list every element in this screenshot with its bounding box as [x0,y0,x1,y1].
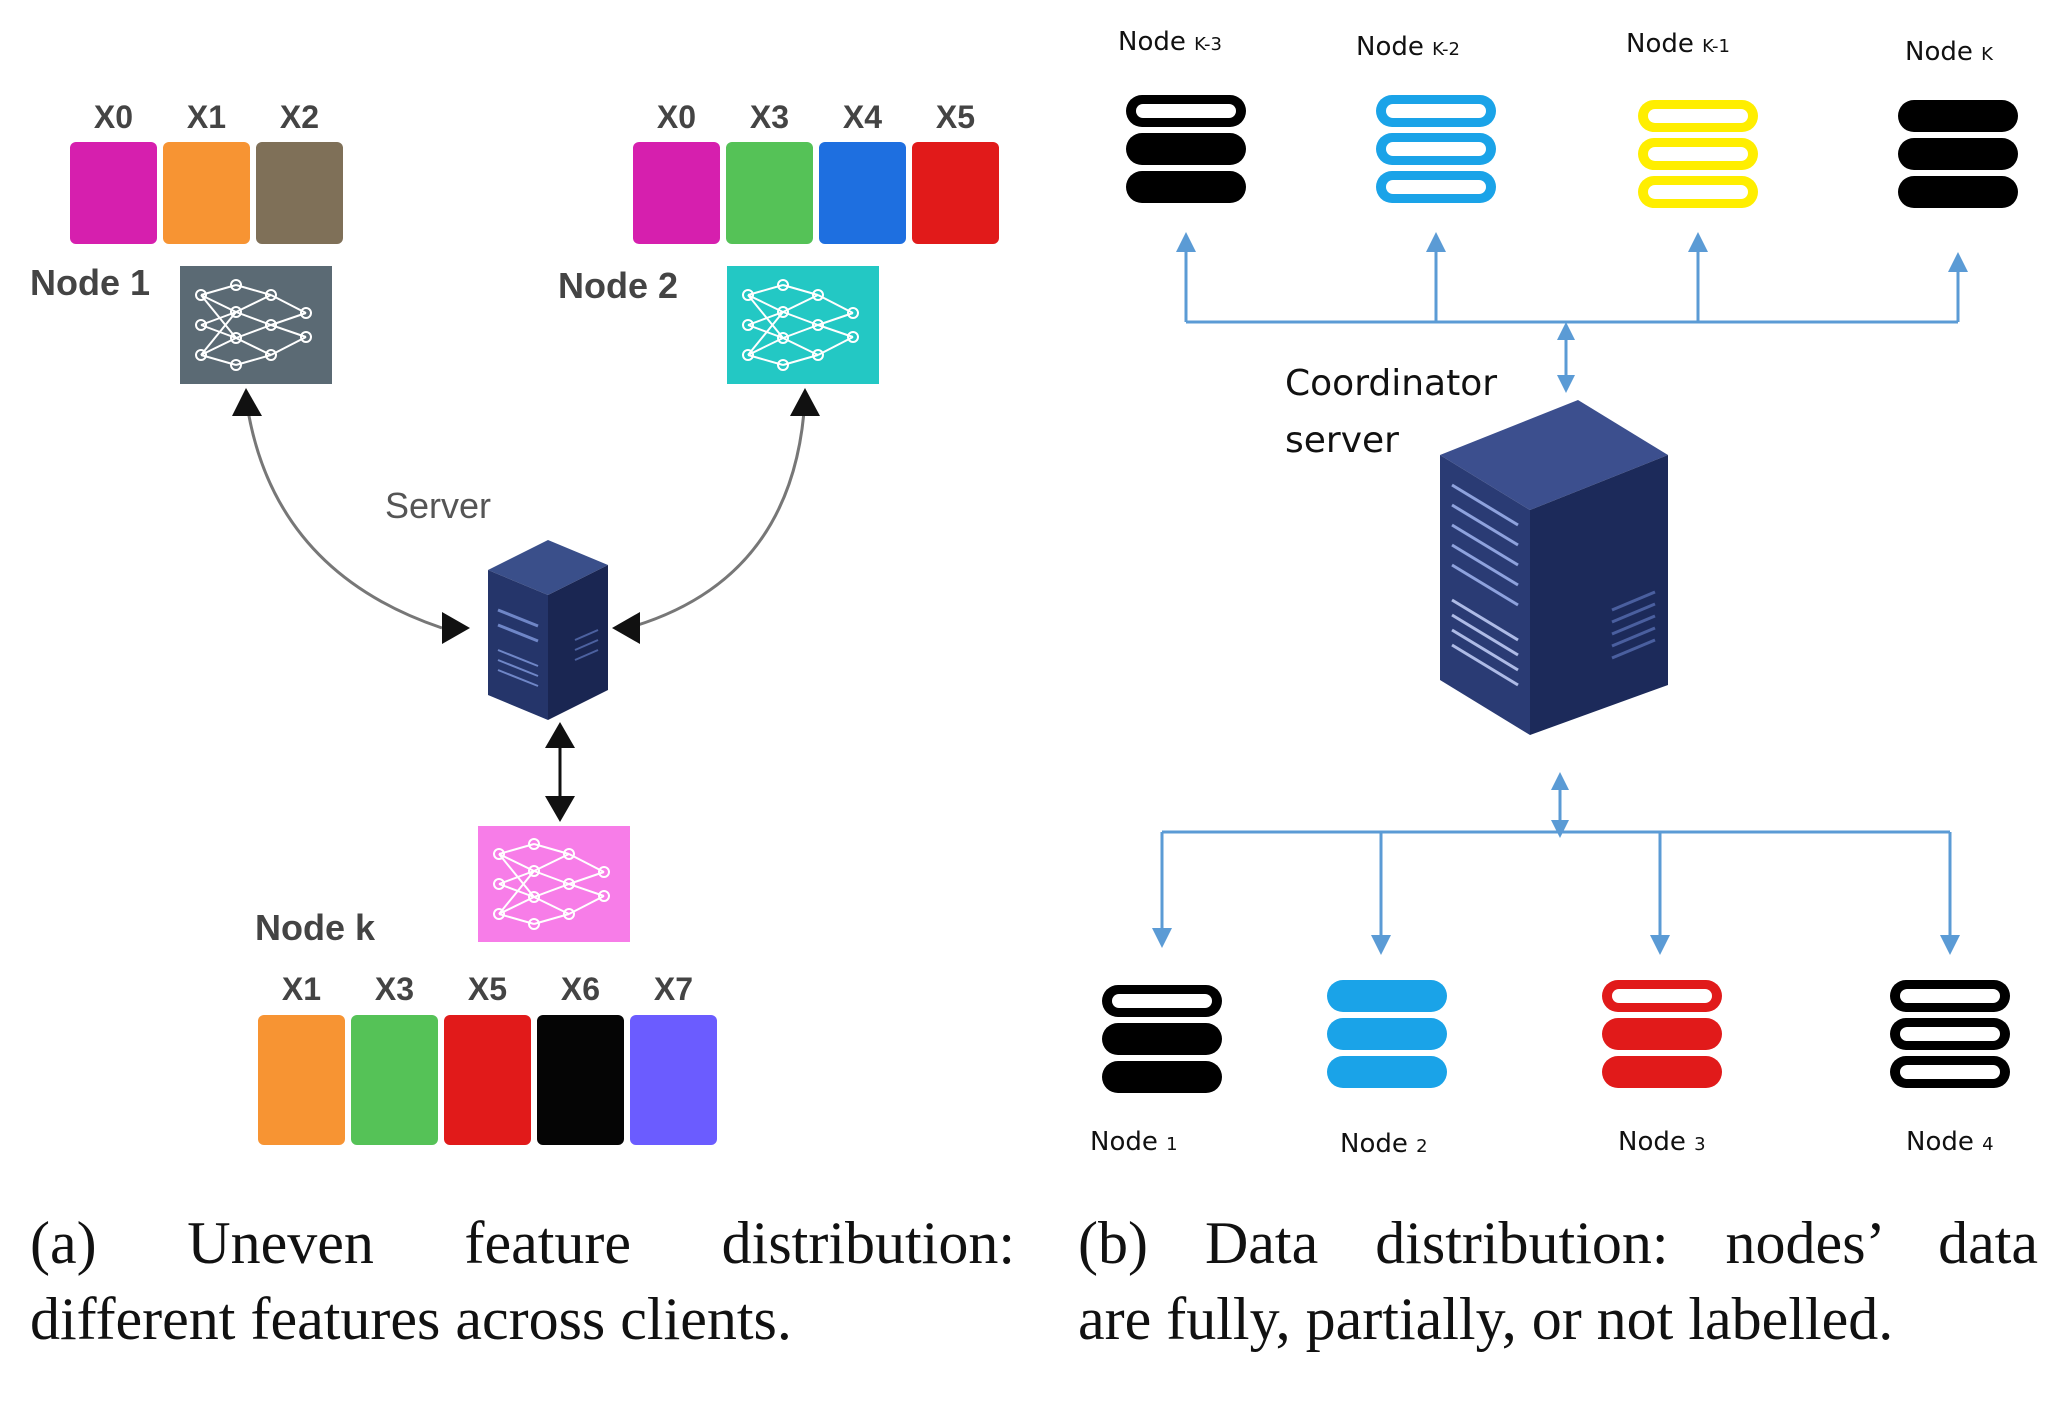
node1-feature-blocks: X0 X1 X2 [70,99,343,244]
feature-label-x2: X2 [280,99,319,135]
feature-label-x0: X0 [657,99,696,135]
arrowhead-nodek [545,796,575,822]
node-database-k: Node K [1898,37,2018,208]
node-database-4: Node 4 [1890,980,2010,1157]
node1-label: Node 1 [30,262,150,303]
feature-block-x6 [537,1015,624,1145]
feature-block-x2 [256,142,343,244]
feature-block-x4 [819,142,906,244]
node-label-4: Node 4 [1906,1127,1994,1157]
feature-block-x3 [351,1015,438,1145]
node-label-k-1: Node K-1 [1626,29,1730,59]
feature-block-x1 [258,1015,345,1145]
caption-a-line2: different features across clients. [30,1286,792,1352]
arrow-server-node1 [244,397,443,630]
feature-label-x3: X3 [375,971,414,1007]
node-database-2: Node 2 [1327,980,1447,1159]
coordinator-server-icon [1440,400,1668,735]
node2-label: Node 2 [558,265,678,306]
bottom-connector-lines [1152,772,1960,955]
node-database-1: Node 1 [1090,985,1222,1157]
feature-label-x7: X7 [654,971,693,1007]
caption-b-line1: (b) Data distribution: nodes’ data [1078,1210,2038,1276]
coordinator-label-line1: Coordinator [1285,363,1497,404]
arrow-server-node2 [627,397,807,630]
feature-label-x1: X1 [282,971,321,1007]
server-icon [488,540,608,720]
node-label-k-3: Node K-3 [1118,27,1222,57]
feature-block-x5 [912,142,999,244]
bottom-node-databases: Node 1 Node 2 Node 3 Node 4 [1090,980,2010,1159]
arrowhead-node1 [232,388,262,416]
node-database-3: Node 3 [1602,980,1722,1157]
node2-feature-blocks: X0 X3 X4 X5 [633,99,999,244]
arrowhead-node2 [790,388,820,416]
nodek-feature-blocks: X1 X3 X5 X6 X7 [258,971,717,1145]
caption-a-line1: (a) Uneven feature distribution: [30,1210,1015,1276]
node-database-k-1: Node K-1 [1626,29,1758,208]
arrowhead-server-left [442,612,470,644]
node-label-k: Node K [1905,37,1994,67]
feature-label-x1: X1 [187,99,226,135]
feature-label-x3: X3 [750,99,789,135]
feature-label-x5: X5 [468,971,507,1007]
feature-block-x5 [444,1015,531,1145]
nodek-label: Node k [255,907,376,948]
node1-model-icon [180,266,332,384]
top-node-databases: Node K-3 Node K-2 Node K-1 Node K [1118,27,2018,208]
panel-b-data-distribution: Coordinator server [1090,27,2018,1159]
feature-label-x5: X5 [936,99,975,135]
node-database-k-2: Node K-2 [1356,32,1496,203]
feature-block-x0 [70,142,157,244]
top-connector-lines [1176,232,1968,393]
caption-b: (b) Data distribution: nodes’ data are f… [1078,1205,2038,1357]
feature-label-x6: X6 [561,971,600,1007]
node-label-1: Node 1 [1090,1127,1178,1157]
arrowhead-server-bottom [545,722,575,748]
caption-b-line2: are fully, partially, or not labelled. [1078,1286,1894,1352]
arrowhead-server-right [612,612,640,644]
feature-label-x4: X4 [843,99,882,135]
caption-a: (a) Uneven feature distribution: differe… [30,1205,1015,1357]
node-database-k-3: Node K-3 [1118,27,1246,203]
coordinator-label-line2: server [1285,420,1399,461]
feature-block-x0 [633,142,720,244]
node-label-k-2: Node K-2 [1356,32,1460,62]
feature-block-x1 [163,142,250,244]
feature-label-x0: X0 [94,99,133,135]
feature-block-x3 [726,142,813,244]
node-label-3: Node 3 [1618,1127,1706,1157]
node2-model-icon [727,266,879,384]
server-label: Server [385,485,491,526]
node-label-2: Node 2 [1340,1129,1428,1159]
nodek-model-icon [478,826,630,942]
feature-block-x7 [630,1015,717,1145]
